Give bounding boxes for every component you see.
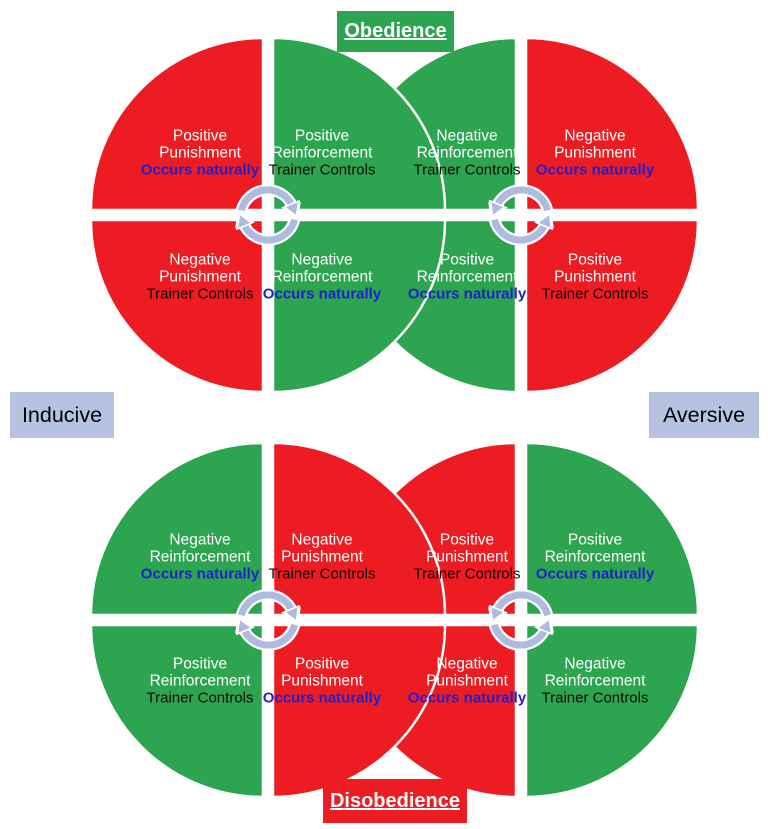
quadrant-type-line: Reinforcement (544, 548, 646, 566)
quadrant-type-line: Punishment (554, 144, 636, 162)
quadrant-type-line: Punishment (159, 144, 241, 162)
quadrant-type-line: Negative (436, 655, 498, 673)
quadrant-control-line: Trainer Controls (268, 161, 376, 179)
quadrant-top-left-circle-tl (89, 36, 265, 212)
quadrant-bottom-right-circle-tr (524, 441, 700, 617)
quadrant-type-line: Negative (291, 531, 353, 549)
quadrant-label: Negative Punishment Trainer Controls (269, 532, 376, 583)
quadrant-control-line: Occurs naturally (262, 689, 382, 707)
quadrant-type-line: Reinforcement (271, 144, 373, 162)
quadrant-type-line: Positive (439, 251, 495, 269)
quadrant-control-line: Trainer Controls (146, 689, 254, 707)
quadrant-type-line: Punishment (426, 548, 508, 566)
quadrant-type-line: Negative (169, 251, 231, 269)
quadrant-label: Positive Reinforcement Occurs naturally (536, 532, 654, 583)
quadrant-bottom-left-circle-bl (89, 623, 265, 799)
quadrant-control-line: Occurs naturally (140, 161, 260, 179)
quadrant-type-line: Negative (169, 531, 231, 549)
quadrant-type-line: Positive (172, 655, 228, 673)
quadrant-top-right-circle-br (524, 218, 700, 394)
quadrant-control-line: Trainer Controls (541, 689, 649, 707)
quadrant-type-line: Punishment (426, 672, 508, 690)
quadrant-type-line: Negative (291, 251, 353, 269)
quadrant-bottom-left-circle-tr (271, 441, 447, 617)
quadrant-label: Negative Reinforcement Trainer Controls (542, 656, 649, 707)
quadrant-label: Negative Punishment Occurs naturally (408, 656, 526, 707)
cycle-arrows-icon (494, 190, 547, 240)
quadrant-type-line: Positive (439, 531, 495, 549)
quadrant-top-right-circle-tr (524, 36, 700, 212)
quadrant-label: Positive Punishment Occurs naturally (141, 128, 259, 179)
quadrant-type-line: Reinforcement (149, 672, 251, 690)
quadrant-label: Positive Punishment Occurs naturally (263, 656, 381, 707)
quadrant-type-line: Punishment (281, 548, 363, 566)
cycle-arrows-icon (241, 595, 294, 645)
inducive-label: Inducive (10, 392, 114, 438)
quadrant-label: Negative Reinforcement Occurs naturally (263, 252, 381, 303)
quadrant-control-line: Occurs naturally (535, 161, 655, 179)
obedience-label-text: Obedience (344, 20, 447, 42)
quadrant-type-line: Negative (436, 127, 498, 145)
cycle-arrows-icon (494, 595, 547, 645)
quadrant-control-line: Trainer Controls (146, 285, 254, 303)
quadrant-type-line: Negative (564, 127, 626, 145)
quadrant-bottom-left-circle-br (271, 623, 447, 799)
quadrant-label: Negative Punishment Occurs naturally (536, 128, 654, 179)
quadrant-type-line: Reinforcement (149, 548, 251, 566)
quadrant-control-line: Occurs naturally (140, 565, 260, 583)
quadrant-control-line: Trainer Controls (541, 285, 649, 303)
quadrant-type-line: Reinforcement (416, 144, 518, 162)
inducive-label-text: Inducive (21, 402, 103, 427)
quadrant-top-left-circle-tr (271, 36, 447, 212)
disobedience-label: Disobedience (323, 779, 467, 823)
quadrant-control-line: Occurs naturally (262, 285, 382, 303)
quadrant-top-left-circle-br (271, 218, 447, 394)
quadrant-type-line: Positive (172, 127, 228, 145)
quadrant-top-left-circle-bl (89, 218, 265, 394)
cycle-arrows-icon (241, 190, 294, 240)
quadrant-type-line: Reinforcement (544, 672, 646, 690)
quadrant-bottom-left-circle-tl (89, 441, 265, 617)
quadrant-control-line: Trainer Controls (413, 161, 521, 179)
quadrant-type-line: Punishment (281, 672, 363, 690)
quadrant-type-line: Positive (294, 655, 350, 673)
quadrant-label: Negative Reinforcement Occurs naturally (141, 532, 259, 583)
quadrant-type-line: Punishment (554, 268, 636, 286)
quadrant-bottom-right-circle-br (524, 623, 700, 799)
quadrant-type-line: Reinforcement (271, 268, 373, 286)
quadrant-type-line: Negative (564, 655, 626, 673)
quadrant-label: Positive Punishment Trainer Controls (542, 252, 649, 303)
quadrant-type-line: Positive (567, 531, 623, 549)
obedience-label: Obedience (337, 11, 454, 52)
quadrant-label: Positive Reinforcement Trainer Controls (147, 656, 254, 707)
quadrant-label: Negative Reinforcement Trainer Controls (414, 128, 521, 179)
quadrant-control-line: Occurs naturally (407, 285, 527, 303)
quadrant-type-line: Positive (294, 127, 350, 145)
quadrant-label: Positive Punishment Trainer Controls (414, 532, 521, 583)
aversive-label: Aversive (649, 392, 759, 438)
quadrant-label: Positive Reinforcement Occurs naturally (408, 252, 526, 303)
quadrant-control-line: Occurs naturally (535, 565, 655, 583)
quadrant-label: Negative Punishment Trainer Controls (147, 252, 254, 303)
quadrant-type-line: Punishment (159, 268, 241, 286)
disobedience-label-text: Disobedience (329, 789, 461, 812)
quadrant-label: Positive Reinforcement Trainer Controls (269, 128, 376, 179)
aversive-label-text: Aversive (662, 402, 746, 427)
quadrant-type-line: Positive (567, 251, 623, 269)
quadrant-control-line: Trainer Controls (268, 565, 376, 583)
quadrant-control-line: Trainer Controls (413, 565, 521, 583)
quadrant-control-line: Occurs naturally (407, 689, 527, 707)
quadrant-type-line: Reinforcement (416, 268, 518, 286)
